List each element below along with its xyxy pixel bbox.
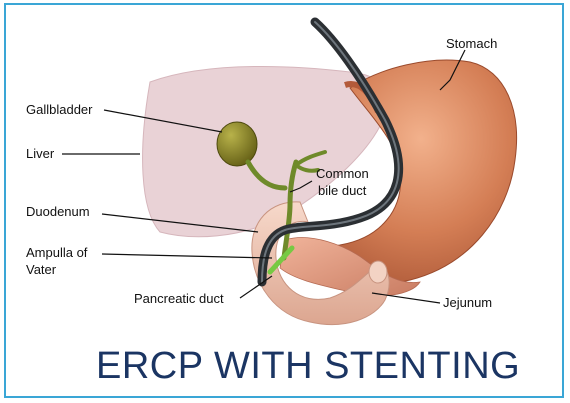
ampulla-leader [102, 254, 272, 258]
label-liver: Liver [26, 146, 55, 161]
label-gallbladder: Gallbladder [26, 102, 93, 117]
gallbladder-shape [217, 122, 257, 166]
label-jejunum: Jejunum [443, 295, 492, 310]
label-ampulla-1: Ampulla of [26, 245, 88, 260]
label-common-bile-duct-1: Common [316, 166, 369, 181]
label-pancreatic-duct: Pancreatic duct [134, 291, 224, 306]
label-stomach: Stomach [446, 36, 497, 51]
liver-shape [143, 66, 389, 236]
label-duodenum: Duodenum [26, 204, 90, 219]
figure-title: ERCP WITH STENTING [96, 345, 520, 387]
label-ampulla-2: Vater [26, 262, 57, 277]
jejunum-end [369, 261, 387, 283]
label-common-bile-duct-2: bile duct [318, 183, 367, 198]
